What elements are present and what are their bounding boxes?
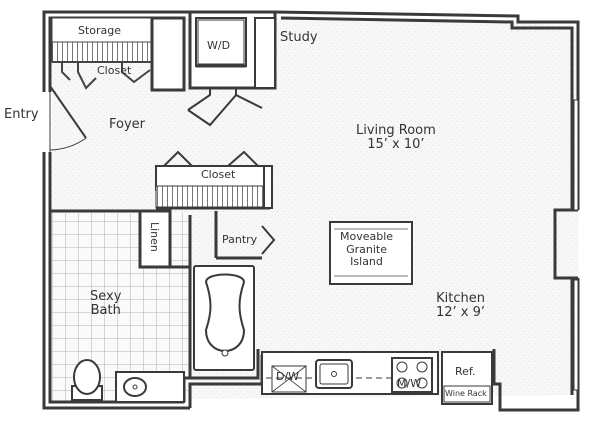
- microwave-label: M/W: [397, 377, 422, 390]
- island-line-3: Island: [350, 255, 383, 269]
- kitchen-island: [329, 221, 413, 285]
- pantry-label: Pantry: [222, 233, 258, 246]
- windows: [573, 99, 579, 391]
- storage-closet: [51, 16, 186, 92]
- living-room-label: Living Room 15’ x 10’: [356, 123, 436, 153]
- kitchen-dims: 12’ x 9’: [436, 305, 486, 321]
- pantry-door: [261, 225, 276, 255]
- entry-door: [49, 85, 87, 152]
- wine-rack-label: Wine Rack: [445, 389, 487, 398]
- kitchen-label: Kitchen 12’ x 9’: [436, 291, 486, 321]
- kitchen-counter: [261, 351, 439, 395]
- bath-label: Sexy Bath: [90, 289, 122, 319]
- study-label: Study: [280, 30, 318, 45]
- island-label: Moveable Granite Island: [340, 230, 394, 269]
- foyer-closet: [155, 150, 273, 210]
- foyer-label: Foyer: [109, 117, 146, 132]
- vanity-sink: [115, 371, 185, 403]
- washer-dryer-label: W/D: [207, 39, 231, 52]
- dishwasher-label: D/W: [276, 370, 300, 383]
- refrigerator: [441, 351, 493, 405]
- kitchen-name: Kitchen: [436, 291, 485, 306]
- storage-label: Storage: [78, 24, 122, 37]
- living-room-dims: 15’ x 10’: [367, 137, 425, 153]
- refrigerator-label: Ref.: [455, 365, 476, 378]
- island-line-2: Granite: [346, 242, 387, 256]
- linen-label: Linen: [148, 222, 162, 252]
- entry-label: Entry: [4, 107, 39, 122]
- bath-line-2: Bath: [90, 303, 121, 319]
- living-room-name: Living Room: [356, 123, 436, 138]
- closet-mid-label: Closet: [201, 168, 236, 181]
- bathtub: [193, 265, 255, 371]
- interior-walls: [50, 209, 262, 378]
- toilet: [71, 359, 103, 401]
- closet-top-label: Closet: [97, 64, 132, 77]
- bath-line-1: Sexy: [90, 289, 122, 304]
- washer-dryer: [187, 10, 277, 127]
- island-line-1: Moveable: [340, 230, 394, 243]
